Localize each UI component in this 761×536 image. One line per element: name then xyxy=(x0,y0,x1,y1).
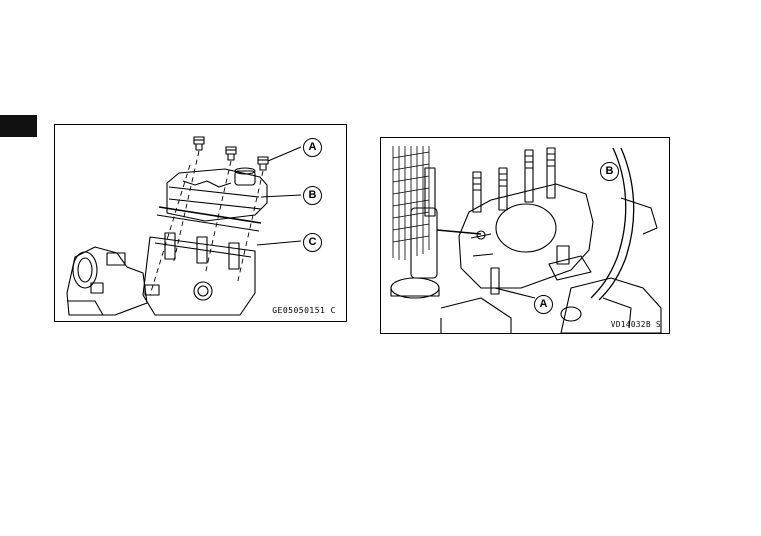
callout-b: B xyxy=(303,186,322,205)
callout-a: A xyxy=(534,295,553,314)
callout-b: B xyxy=(600,162,619,181)
cylinder-head-illustration xyxy=(66,136,302,316)
figure-code: GE05050151 C xyxy=(272,306,336,315)
bolt-group-a xyxy=(193,136,269,171)
installed-engine-illustration xyxy=(390,146,662,333)
chapter-tab-marker xyxy=(0,115,37,137)
callout-c: C xyxy=(303,233,322,252)
figure-code: VD14032B S xyxy=(610,320,661,329)
callout-a: A xyxy=(303,138,322,157)
cylinder-head-exploded-figure: A B C GE05050151 C xyxy=(54,124,347,322)
installed-cylinder-head-figure: A B VD14032B S xyxy=(380,137,670,334)
